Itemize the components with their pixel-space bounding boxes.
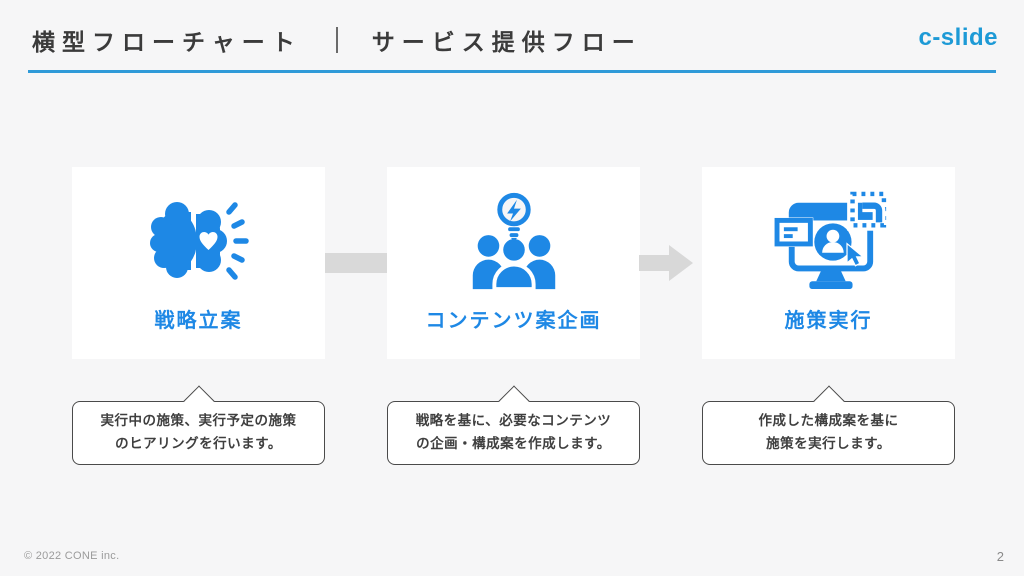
flow-step-strategy: 戦略立案 [72,167,325,359]
header: 横型フローチャート サービス提供フロー [32,22,642,58]
header-underline [28,70,996,73]
callout-execution-text: 作成した構成案を基に 施策を実行します。 [758,413,899,451]
callout-content-planning-text: 戦略を基に、必要なコンテンツ の企画・構成案を作成します。 [415,413,612,451]
monitor-user-icon [768,167,890,304]
team-idea-icon [455,167,573,304]
flow-step-execution: 施策実行 [702,167,955,359]
c-slide-logo: c-slide [918,24,998,51]
callout-content-planning: 戦略を基に、必要なコンテンツ の企画・構成案を作成します。 [387,385,640,465]
brain-heart-icon [147,167,251,304]
step-label-content-planning: コンテンツ案企画 [425,310,602,332]
connector-arrow-icon [639,243,695,283]
flow-step-content-planning: コンテンツ案企画 [387,167,640,359]
page-number: 2 [996,549,1004,564]
step-label-strategy: 戦略立案 [154,310,243,332]
callout-strategy: 実行中の施策、実行予定の施策 のヒアリングを行います。 [72,385,325,465]
page-title-right: サービス提供フロー [371,29,642,55]
page-title-left: 横型フローチャート [32,29,302,55]
callout-execution: 作成した構成案を基に 施策を実行します。 [702,385,955,465]
title-divider [335,27,338,53]
step-label-execution: 施策実行 [784,310,873,332]
copyright: © 2022 CONE inc. [24,550,120,562]
connector-bar-icon [325,253,387,273]
callout-strategy-text: 実行中の施策、実行予定の施策 のヒアリングを行います。 [100,413,297,451]
